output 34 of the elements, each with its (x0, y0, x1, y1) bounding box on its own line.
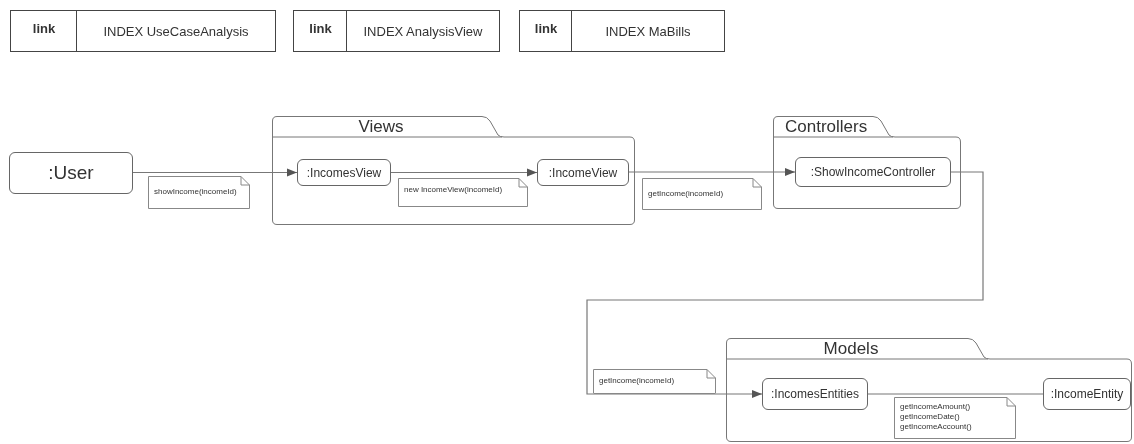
object-name: :ShowIncomeController (810, 165, 936, 179)
package-title: Controllers (785, 116, 868, 138)
object-box (9, 152, 133, 194)
arrow (390, 168, 538, 177)
index-label: INDEX UseCaseAnalysis (76, 11, 275, 51)
object-name: :IncomeEntity (1050, 387, 1124, 401)
index-label: INDEX AnalysisView (346, 11, 499, 51)
link-index-box (10, 10, 276, 52)
edge-label: getIncome(incomeId) (593, 369, 716, 394)
edge-label: getIncome(incomeId) (642, 178, 762, 210)
object-name: :IncomesView (306, 165, 382, 180)
index-label: INDEX MaBills (571, 11, 724, 51)
link-index-box (293, 10, 500, 52)
arrow (628, 168, 796, 176)
object-box (795, 157, 951, 187)
link-label: link (31, 19, 57, 38)
package-title: Models (822, 338, 880, 360)
edge-label: showIncome(incomeId) (148, 176, 250, 209)
object-box (1043, 378, 1131, 410)
object-box (762, 378, 868, 410)
object-box (537, 159, 629, 186)
link-index-box (519, 10, 725, 52)
link-label: link (533, 19, 559, 38)
package-frame (773, 116, 961, 209)
arrow (586, 171, 984, 398)
edge-label: new IncomeView(incomeId) (398, 178, 528, 207)
package-title: Views (357, 116, 405, 138)
edge-label: getIncomeAmount() getIncomeDate() getIncomeAccount() (894, 397, 1016, 439)
object-name: :IncomeView (548, 165, 618, 180)
object-name: :User (48, 162, 94, 184)
object-name: :IncomesEntities (770, 387, 859, 401)
link-label: link (308, 19, 333, 38)
arrow (132, 168, 298, 177)
object-box (297, 159, 391, 186)
